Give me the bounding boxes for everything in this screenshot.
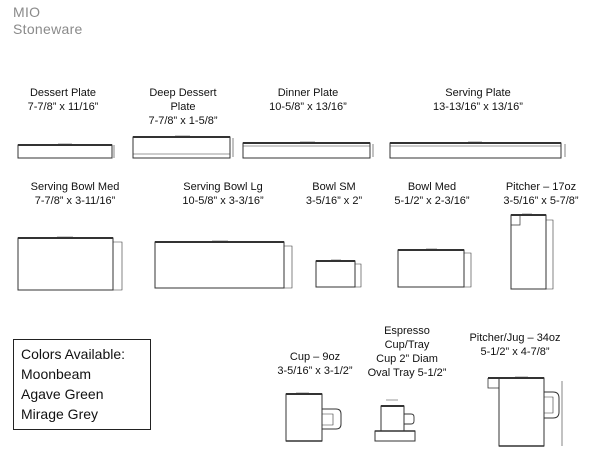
item-name: Espresso bbox=[384, 325, 430, 337]
item-size: Oval Tray 5-1/2” bbox=[367, 367, 447, 379]
serving-bowl-lg-drawing bbox=[154, 240, 293, 289]
item-name: Cup – 9oz bbox=[289, 351, 341, 363]
item-name: Pitcher/Jug – 34oz bbox=[469, 332, 561, 344]
item-size: 13-13/16” x 13/16” bbox=[433, 101, 523, 113]
item-name: Serving Bowl Lg bbox=[183, 181, 263, 193]
item-name: Plate bbox=[170, 101, 196, 113]
espresso-drawing bbox=[374, 399, 416, 442]
label-serving-bowl-med: Serving Bowl Med 7-7/8” x 3-11/16” bbox=[10, 180, 140, 208]
pitcher-jug-34oz-drawing bbox=[487, 376, 563, 447]
item-size: 5-1/2” x 2-3/16” bbox=[394, 195, 470, 207]
serving-plate-drawing bbox=[389, 141, 566, 159]
item-size: Cup 2” Diam bbox=[376, 353, 438, 365]
item-name: Bowl Med bbox=[407, 181, 457, 193]
label-bowl-med: Bowl Med 5-1/2” x 2-3/16” bbox=[384, 180, 480, 208]
item-name: Cup/Tray bbox=[384, 339, 430, 351]
item-size: 3-5/16” x 2” bbox=[305, 195, 363, 207]
dessert-plate-drawing bbox=[17, 143, 115, 159]
item-size: 7-7/8” x 1-5/8” bbox=[148, 115, 218, 127]
item-name: Pitcher – 17oz bbox=[505, 181, 577, 193]
pitcher-17oz-drawing bbox=[510, 213, 554, 290]
color-option: Moonbeam bbox=[21, 366, 92, 382]
item-name: Dinner Plate bbox=[277, 87, 339, 99]
brand-tagline: Stoneware bbox=[13, 21, 83, 37]
label-deep-dessert-plate: Deep Dessert Plate 7-7/8” x 1-5/8” bbox=[128, 86, 238, 128]
item-name: Serving Plate bbox=[445, 87, 511, 99]
label-bowl-sm: Bowl SM 3-5/16” x 2” bbox=[294, 180, 374, 208]
label-serving-bowl-lg: Serving Bowl Lg 10-5/8” x 3-3/16” bbox=[158, 180, 288, 208]
item-size: 10-5/8” x 3-3/16” bbox=[182, 195, 264, 207]
bowl-med-drawing bbox=[397, 248, 472, 288]
label-espresso: Espresso Cup/Tray Cup 2” Diam Oval Tray … bbox=[355, 324, 459, 380]
item-name: Bowl SM bbox=[312, 181, 356, 193]
item-size: 3-5/16” x 3-1/2” bbox=[277, 365, 353, 377]
deep-dessert-plate-drawing bbox=[132, 135, 234, 159]
item-name: Deep Dessert bbox=[149, 87, 217, 99]
dinner-plate-drawing bbox=[242, 141, 374, 159]
brand-logo: MIO Stoneware bbox=[13, 4, 83, 38]
color-option: Mirage Grey bbox=[21, 406, 99, 422]
item-size: 7-7/8” x 11/16” bbox=[27, 101, 99, 113]
item-name: Serving Bowl Med bbox=[30, 181, 120, 193]
colors-available-box: Colors Available: Moonbeam Agave Green M… bbox=[13, 339, 151, 430]
colors-heading: Colors Available: bbox=[21, 346, 126, 362]
label-cup-9oz: Cup – 9oz 3-5/16” x 3-1/2” bbox=[270, 350, 360, 378]
brand-name: MIO bbox=[13, 4, 41, 20]
item-size: 5-1/2” x 4-7/8” bbox=[480, 346, 550, 358]
serving-bowl-med-drawing bbox=[17, 236, 123, 291]
item-size: 3-5/16” x 5-7/8” bbox=[503, 195, 579, 207]
label-pitcher-17oz: Pitcher – 17oz 3-5/16” x 5-7/8” bbox=[488, 180, 594, 208]
item-name: Dessert Plate bbox=[29, 87, 97, 99]
item-size: 7-7/8” x 3-11/16” bbox=[34, 195, 116, 207]
color-option: Agave Green bbox=[21, 386, 104, 402]
label-pitcher-jug-34oz: Pitcher/Jug – 34oz 5-1/2” x 4-7/8” bbox=[453, 331, 577, 359]
label-dinner-plate: Dinner Plate 10-5/8” x 13/16” bbox=[253, 86, 363, 114]
label-dessert-plate: Dessert Plate 7-7/8” x 11/16” bbox=[13, 86, 113, 114]
cup-9oz-drawing bbox=[285, 392, 342, 442]
label-serving-plate: Serving Plate 13-13/16” x 13/16” bbox=[413, 86, 543, 114]
bowl-sm-drawing bbox=[315, 259, 362, 288]
item-size: 10-5/8” x 13/16” bbox=[269, 101, 347, 113]
